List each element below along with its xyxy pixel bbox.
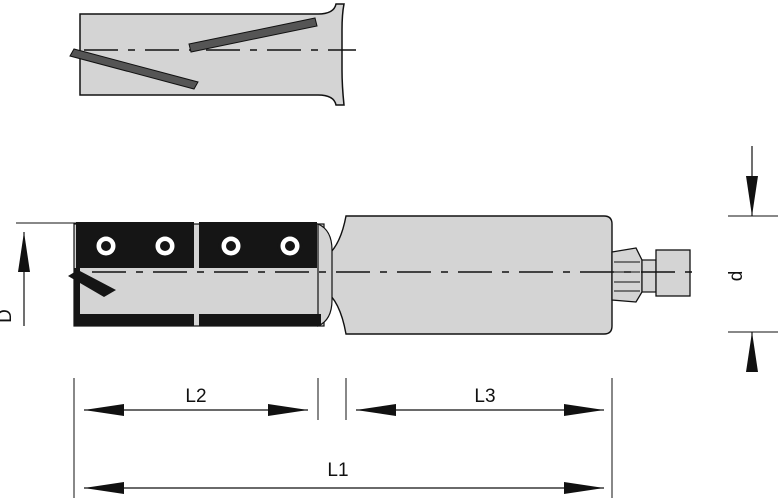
arrowhead [268,404,308,416]
nut [611,247,643,303]
shank [323,215,613,335]
top-view-body [79,3,345,106]
arrowhead [746,332,758,372]
knife-strip-lower-left [74,314,194,326]
label-L1: L1 [327,460,348,481]
top-view-knife-upper [188,17,318,53]
screw [277,233,303,259]
screw [93,233,119,259]
screw [218,233,244,259]
arrowhead [84,482,124,494]
adjusting-screw-head [655,249,691,297]
label-L2: L2 [185,386,206,407]
label-L3: L3 [474,386,495,407]
label-d: d [726,271,747,282]
knife-strip-lower-right [199,314,321,326]
screw [152,233,178,259]
washer [641,259,657,293]
arrowhead [84,404,124,416]
arrowhead [564,482,604,494]
label-D: D [0,309,16,323]
tip-cutter [68,270,116,297]
arrowhead [564,404,604,416]
arrowhead [746,176,758,216]
head-left-edge [74,268,80,316]
neck [317,223,333,327]
dimensions: L2 L3 L1 D d [0,146,778,498]
arrowhead [18,232,30,272]
top-view-knife-lower [69,48,199,90]
arrowhead [356,404,396,416]
top-view [69,3,356,106]
side-view [68,215,692,335]
